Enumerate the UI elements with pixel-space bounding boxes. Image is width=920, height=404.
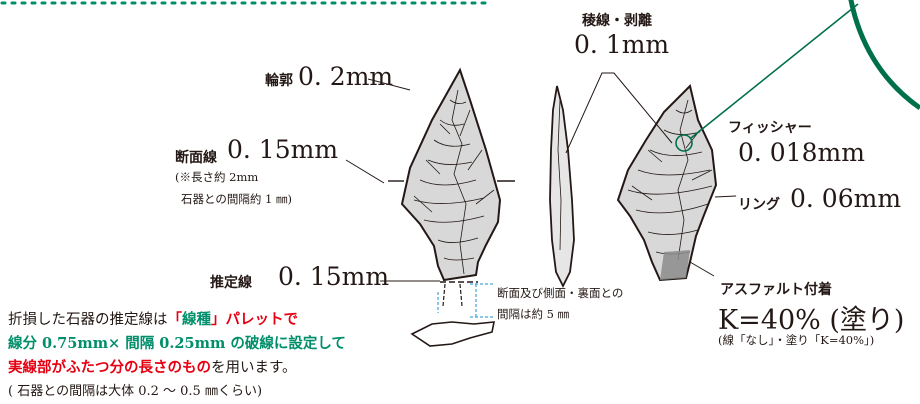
estimate-label: 推定線 — [210, 275, 252, 291]
cross-section-drawing — [410, 321, 495, 347]
section-value: 0. 15mm — [227, 135, 339, 164]
arrowhead-back-drawing — [616, 84, 718, 282]
section-note-1: (※長さ約 2mm — [175, 170, 259, 184]
outline-leader — [367, 78, 411, 91]
ridge-leader — [565, 72, 673, 154]
paragraph-line-3: 実線部がふたつ分の長さのものを用います。 — [8, 356, 346, 380]
paragraph-line-4: ( 石器との間隔は大体 0.2 ～ 0.5 ㎜くらい) — [8, 384, 263, 399]
estimate-value: 0. 15mm — [278, 262, 390, 291]
asphalt-value: K=40% (塗り) — [718, 305, 905, 336]
ridge-label: 稜線・剥離 — [582, 13, 652, 29]
asphalt-patch — [660, 250, 690, 280]
outline-label: 輪郭 — [265, 73, 293, 89]
outline-value: 0. 2mm — [298, 62, 394, 91]
asphalt-leader — [689, 261, 715, 277]
paragraph-quote-open: 「 — [167, 311, 183, 328]
asphalt-label: アスファルト付着 — [720, 282, 832, 298]
ridge-value: 0. 1mm — [574, 30, 670, 59]
paragraph-line-type: 線種 — [182, 311, 211, 328]
fissure-label: フィッシャー — [728, 120, 812, 136]
fissure-marker-circle — [675, 134, 693, 152]
arrowhead-side-drawing — [549, 85, 575, 289]
section-note-2: 石器との間隔約 1 ㎜) — [181, 192, 292, 206]
paragraph-emphasis: 実線部がふたつ分の長さのもの — [8, 359, 211, 376]
arrowhead-front-drawing — [400, 67, 502, 282]
paragraph-line-1-text: 折損した石器の推定線は — [8, 312, 168, 328]
gap-note-2: 間隔は約 5 ㎜ — [497, 307, 570, 321]
ring-leader — [714, 195, 737, 198]
fissure-magnifier-arc — [848, 0, 920, 111]
estimate-tick-1 — [442, 283, 446, 307]
paragraph-palette: 」パレットで — [211, 311, 298, 328]
paragraph-line-1: 折損した石器の推定線は「線種」パレットで — [8, 308, 346, 332]
fissure-leader — [690, 3, 859, 139]
gap-note-1: 断面及び側面・裏面との — [497, 286, 624, 300]
explanation-paragraph: 折損した石器の推定線は「線種」パレットで 線分 0.75mm× 間隔 0.25m… — [8, 308, 346, 404]
paragraph-line-2: 線分 0.75mm× 間隔 0.25mm の破線に設定して — [8, 335, 346, 352]
ring-label: リング — [738, 197, 780, 213]
section-label: 断面線 — [175, 150, 217, 166]
section-leader — [345, 159, 385, 184]
estimate-tick-2 — [459, 283, 463, 307]
ring-value: 0. 06mm — [790, 184, 902, 213]
fissure-value: 0. 018mm — [738, 138, 865, 167]
asphalt-note: (線「なし」・塗り「K=40%」) — [718, 333, 875, 347]
paragraph-line-3-tail: を用います。 — [211, 360, 297, 376]
